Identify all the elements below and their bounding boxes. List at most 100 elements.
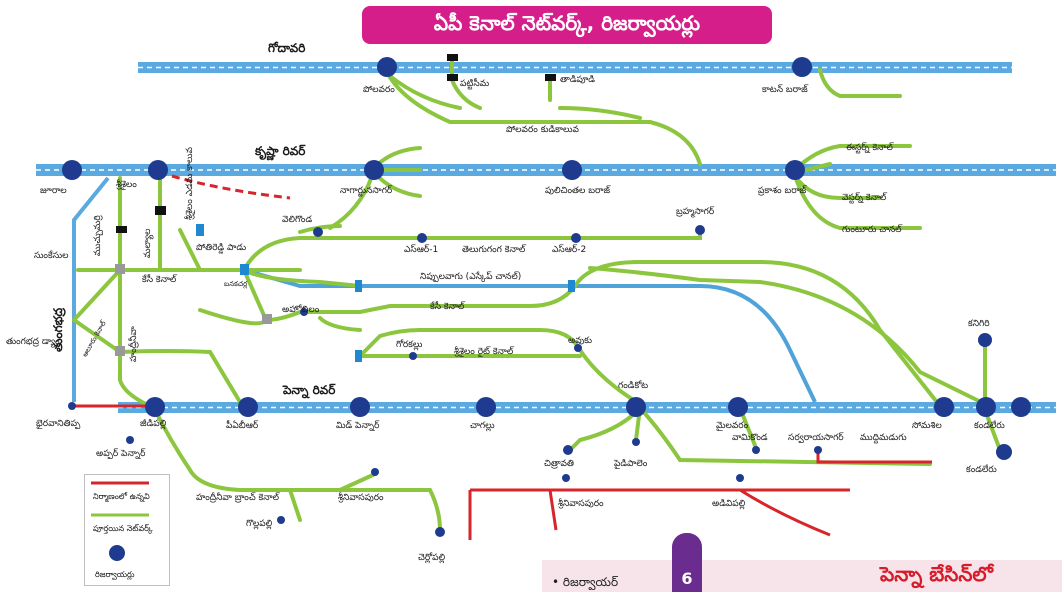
corner-tab: 6 [672, 533, 702, 592]
label-cherlopalli: చెర్లోపల్లి [418, 552, 445, 564]
label-src2: ఎస్ఆర్-2 [552, 244, 586, 255]
canals-completed [72, 58, 1002, 532]
label-pulichintala: పులిచింతల బరాజ్ [545, 185, 611, 196]
reservoir-cherlopalli [435, 527, 445, 537]
reservoir-mid-pennar [350, 397, 370, 417]
reservoir-east [1011, 397, 1031, 417]
reservoir-upper-penna [126, 436, 134, 444]
reservoir-jurala [62, 160, 82, 180]
map-title: ఏపీ కెనాల్ నెట్‌వర్క్, రిజర్వాయర్లు [362, 6, 772, 44]
label-mid-pennar: మిడ్ పెన్నార్ [336, 420, 380, 432]
label-paidipalem: పైడిపాలెం [613, 459, 648, 469]
label-krishna: కృష్ణా రివర్ [254, 144, 306, 160]
label-prakasam: ప్రకాశం బరాజ్ [757, 185, 807, 196]
label-pabr: పీఏబీఆర్ [226, 419, 259, 431]
label-muchumarri: ముచ్చుమర్రి [93, 215, 104, 256]
label-pothireddy: పోతిరెడ్డి పాడు [196, 243, 246, 254]
label-adivipalli: అడివిపల్లి [712, 499, 746, 510]
label-jurala: జూరాల [40, 186, 67, 196]
legend-reservoirs: రిజర్వాయర్లు [95, 570, 135, 580]
reservoir-prakasam [785, 160, 805, 180]
label-kanigiri: కనిగిరి [968, 319, 990, 329]
label-kc-canal-2: కేసీ కెనాల్ [430, 301, 466, 312]
label-somasila: సోమశిల [912, 421, 942, 431]
reservoir-kanigiri [978, 333, 992, 347]
label-gollapalli: గొల్లపల్లి [246, 519, 273, 530]
label-gorakallu: గోరకల్లు [396, 339, 422, 351]
reservoir-chagallu [476, 397, 496, 417]
canals-under-construction [72, 174, 932, 540]
reservoir-kandaleru [976, 397, 996, 417]
label-banakacherla: బనకచర్ల [224, 280, 248, 289]
label-awuku: అవుకు [568, 336, 592, 346]
reservoir-jeedipalli [145, 397, 165, 417]
label-src1: ఎస్ఆర్-1 [404, 244, 438, 255]
label-kc-canal: కేసీ కెనాల్ [142, 274, 178, 285]
reservoir-gandikota [626, 397, 646, 417]
label-kandaleru: కండలేరు [974, 420, 1005, 431]
label-chagallu: చాగల్లు [470, 421, 495, 432]
label-hnss: హంద్రీనీవా [127, 326, 139, 362]
reservoir-pulichintala [562, 160, 582, 180]
corner-right-text: పెన్నా బేసిన్‌లో [880, 562, 993, 586]
label-pattiseema: పట్టిసీమ [460, 78, 490, 90]
label-cotton: కాటన్ బరాజ్ [762, 84, 809, 95]
label-ahobilam: అహోబిలం [282, 304, 320, 315]
label-nippulavagu: నిప్పులవాగు (ఎస్కేప్ చానల్) [420, 271, 521, 283]
reservoir-cotton [792, 57, 812, 77]
label-tadipudi: తాడిపూడి [560, 75, 595, 85]
label-veligonda: వెలిగొండ [282, 215, 312, 225]
label-mylavaram: మైలవరం [716, 421, 749, 431]
river-tungabhadra [72, 176, 110, 402]
reservoir-polavaram [377, 57, 397, 77]
label-kandaleru-2: కండలేరు [966, 464, 997, 475]
reservoir-pabr [238, 397, 258, 417]
label-srisailam-right: శ్రీశైలం రైట్ కెనాల్ [454, 346, 515, 357]
label-polavaram-canal: పోలవరం కుడికాలువ [506, 125, 579, 135]
label-chitravathi: చిత్రావతి [544, 459, 574, 469]
reservoir-paidipalem [632, 438, 640, 446]
reservoir-src1 [417, 233, 427, 243]
regulators [115, 54, 575, 362]
river-godavari [138, 62, 1012, 73]
reservoir-veligonda [313, 227, 323, 237]
reservoir-chitravathi [563, 445, 573, 455]
label-srisailam: శ్రీశైలం [116, 179, 137, 190]
reservoir-awuku [574, 344, 582, 352]
reservoir-srisailam [148, 160, 168, 180]
label-gandikota: గండికోట [618, 380, 648, 391]
reservoir-somasila [934, 397, 954, 417]
label-sarvarayasagar: సర్వరాయసాగర్ [788, 432, 844, 444]
label-vamikonda: వామికొండ [732, 433, 768, 443]
reservoir-srinivasapuram [371, 468, 379, 476]
reservoir-brahmasagar [695, 225, 705, 235]
reservoir-sarvarayasagar [814, 446, 822, 454]
label-srinivasapuram-2: శ్రీనివాసపురం [558, 498, 604, 509]
river-penna [118, 402, 1056, 413]
label-upper-penna: అప్పర్ పెన్నార్ [96, 448, 146, 460]
label-telugu-ganga: తెలుగుగంగ కెనాల్ [462, 244, 527, 255]
reservoir-gollapalli [277, 516, 285, 524]
reservoir-bhairavanitippa [68, 402, 76, 410]
label-tungabhadra-dam: తుంగభద్ర డ్యాం [6, 337, 60, 348]
corner-left-text: • రిజర్వాయర్ [552, 575, 619, 589]
label-tungabhadra: తుంగభద్ర [51, 307, 66, 352]
reservoir-kandaleru-south [996, 444, 1012, 460]
label-sunkesula: సుంకేసుల [34, 250, 69, 261]
escape-channel [243, 268, 817, 403]
label-malyala: మల్యాల [143, 228, 154, 258]
label-western: వెస్టర్న్ కెనాల్ [842, 192, 888, 204]
reservoirs [62, 57, 1031, 537]
label-nagarjunasagar: నాగార్జునసాగర్ [340, 185, 393, 197]
legend-graphics: నిర్మాణంలో ఉన్నవి పూర్తయిన నెట్‌వర్క్ రి… [91, 481, 153, 580]
label-srisailam-left: శ్రీశైలం ఎడమ కాలువ [184, 147, 195, 220]
label-bhairavanitippa: భైరవానితిప్ప [36, 419, 81, 430]
legend-reservoir-swatch [109, 545, 125, 561]
reservoir-srinivasapuram2 [562, 474, 570, 482]
label-guntur: గుంటూరు చానల్ [842, 224, 903, 235]
label-penna: పెన్నా రివర్ [282, 383, 336, 399]
label-brahmasagar: బ్రహ్మసాగర్ [676, 206, 715, 218]
reservoir-src2 [571, 233, 581, 243]
corner-panel [542, 560, 1062, 592]
